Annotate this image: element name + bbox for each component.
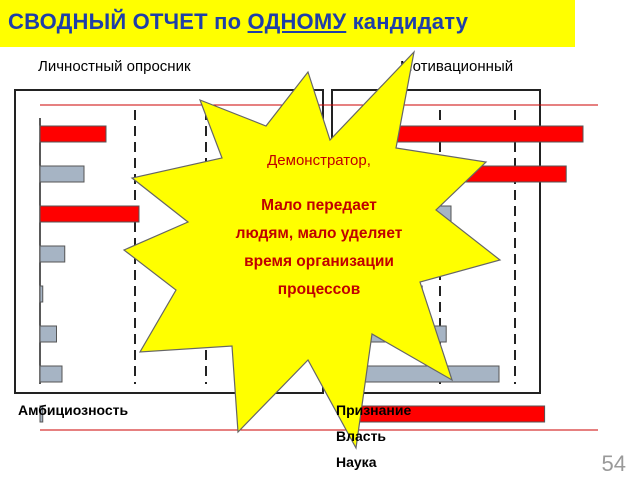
- callout-line-4: время организации: [244, 253, 394, 270]
- title-bar: [0, 0, 575, 47]
- left-bar-3: [39, 205, 140, 223]
- callout-line-5: процессов: [278, 281, 360, 298]
- title-part-underlined: ОДНОМУ: [247, 9, 347, 34]
- left-heading: Личностный опросник: [38, 58, 191, 75]
- left-bar-4: [39, 245, 66, 263]
- right-bar-7: [354, 365, 500, 383]
- title-part-1: СВОДНЫЙ ОТЧЕТ по: [8, 9, 248, 34]
- callout-line-1: Демонстратор,: [267, 152, 371, 169]
- left-bar-5: [39, 285, 44, 303]
- callout-line-3: людям, мало уделяет: [236, 225, 403, 242]
- slide-title: СВОДНЫЙ ОТЧЕТ по ОДНОМУ кандидату: [8, 9, 468, 35]
- left-bar-7: [39, 365, 63, 383]
- right-bottom-label-2: Власть: [336, 428, 387, 444]
- left-bar-2: [39, 165, 85, 183]
- starburst-callout: [122, 50, 502, 450]
- page-number: 54: [601, 451, 626, 476]
- left-bars: [39, 125, 140, 423]
- title-part-3: кандидату: [346, 9, 469, 34]
- callout-line-2: Мало передает: [261, 197, 377, 214]
- right-bottom-label-1: Признание: [336, 402, 412, 418]
- left-bar-1: [39, 125, 107, 143]
- right-bottom-label-3: Наука: [336, 454, 377, 470]
- left-bar-6: [39, 325, 57, 343]
- left-bar-8: [39, 405, 44, 423]
- right-heading: Мотивационный: [400, 58, 514, 75]
- left-bottom-label: Амбициозность: [18, 402, 129, 418]
